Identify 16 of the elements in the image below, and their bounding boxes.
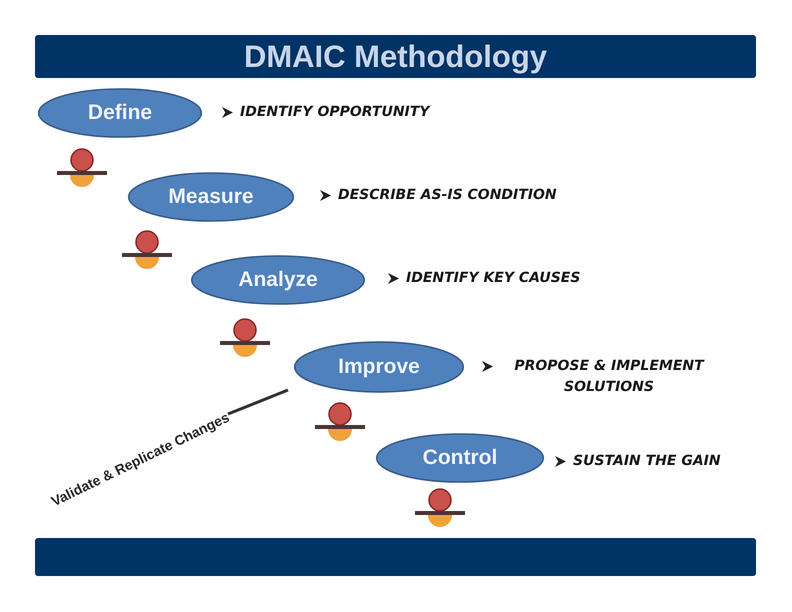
slide-title: DMAIC Methodology (244, 38, 548, 74)
description-text: PROPOSE & IMPLEMENT SOLUTIONS (513, 357, 706, 397)
description-text: IDENTIFY KEY CAUSES (406, 269, 580, 288)
phase-name: Improve (338, 355, 420, 379)
ellipse-node (37, 88, 203, 138)
description-text: IDENTIFY OPPORTUNITY (240, 103, 430, 122)
phase-name: Define (88, 101, 152, 125)
phase-name: Control (422, 446, 498, 470)
phase-name: Measure (168, 185, 254, 209)
description-text: SUSTAIN THE GAIN (573, 452, 721, 471)
ellipse-node (293, 341, 465, 393)
ellipse-node (375, 433, 545, 483)
ellipse-node (190, 255, 366, 305)
ellipse-node (127, 172, 295, 222)
description-text: DESCRIBE AS-IS CONDITION (338, 186, 557, 205)
phase-name: Analyze (238, 268, 318, 292)
